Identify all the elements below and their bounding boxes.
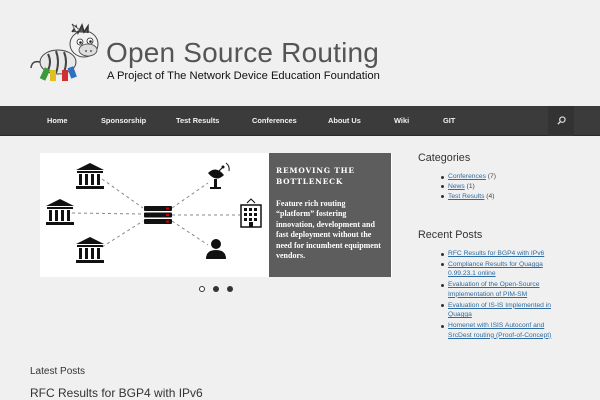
recent-post-line: Evaluation of the Open-Source: [448, 281, 540, 289]
nav-item-git[interactable]: GIT: [443, 116, 456, 125]
latest-post-title-link[interactable]: RFC Results for BGP4 with IPv6: [30, 386, 203, 400]
nav-item-test-results[interactable]: Test Results: [176, 116, 220, 125]
nav-item-conferences[interactable]: Conferences: [252, 116, 297, 125]
recent-post-link[interactable]: Evaluation of IS-IS Implemented in Quagga: [448, 302, 551, 319]
recent-post-line: RFC Results for BGP4 with IPv6: [448, 250, 545, 257]
recent-post-link[interactable]: RFC Results for BGP4 with IPv6: [448, 250, 544, 257]
search-icon: [557, 116, 566, 125]
recent-post-line: Evaluation of IS-IS Implemented in: [448, 301, 551, 309]
recent-post-line: 0.99.23.1 online: [448, 270, 496, 278]
category-link-news[interactable]: News: [448, 182, 465, 190]
categories-widget-title: Categories: [418, 152, 471, 164]
person-icon: [206, 239, 226, 259]
recent-posts-list: RFC Results for BGP4 with IPv6 Complianc…: [439, 249, 594, 341]
list-item: News (1): [439, 182, 496, 192]
site-header: Open Source Routing A Project of The Net…: [0, 0, 600, 106]
category-count: (7): [487, 173, 496, 180]
bank-icon: [76, 163, 104, 189]
search-button[interactable]: [548, 106, 574, 136]
slide-caption-title: Removing the bottleneck: [276, 166, 355, 186]
recent-post-link[interactable]: Compliance Results for Quagga 0.99.23.1 o…: [448, 261, 543, 278]
nav-item-sponsorship[interactable]: Sponsorship: [101, 116, 147, 125]
satellite-dish-icon: [208, 162, 230, 189]
recent-posts-widget-title: Recent Posts: [418, 229, 483, 241]
categories-list: Conferences (7) News (1) Test Results (4…: [439, 172, 496, 202]
list-item: RFC Results for BGP4 with IPv6: [439, 249, 594, 259]
router-icon: [144, 206, 172, 224]
list-item: Compliance Results for Quagga 0.99.23.1 o…: [439, 260, 594, 279]
category-link-conferences[interactable]: Conferences: [448, 173, 486, 180]
slider-dot-3[interactable]: [227, 286, 233, 292]
recent-post-line: Homenet with ISIS Autoconf and: [448, 322, 545, 330]
nav-item-about-us[interactable]: About Us: [328, 116, 361, 125]
slider-dot-1[interactable]: [199, 286, 205, 292]
bank-icon: [46, 199, 74, 225]
recent-post-line: Implementation of PIM-SM: [448, 290, 528, 298]
network-diagram: [46, 162, 262, 263]
latest-posts-heading: Latest Posts: [30, 366, 86, 377]
slider-dot-2[interactable]: [213, 286, 219, 292]
nav-item-wiki[interactable]: Wiki: [394, 116, 410, 125]
category-count: (1): [466, 182, 475, 190]
list-item: Test Results (4): [439, 192, 496, 202]
slide-caption-text: Feature rich routing “platform” fosterin…: [276, 199, 381, 261]
site-title[interactable]: Open Source Routing: [106, 37, 380, 68]
category-count: (4): [486, 192, 495, 200]
recent-post-line: Quagga: [448, 311, 472, 319]
list-item: Conferences (7): [439, 172, 496, 182]
site-tagline: A Project of The Network Device Educatio…: [107, 70, 380, 82]
category-link-test-results[interactable]: Test Results: [448, 192, 485, 200]
recent-post-line: Compliance Results for Quagga: [448, 260, 543, 268]
zebra-mascot-icon[interactable]: [28, 22, 106, 84]
list-item: Evaluation of IS-IS Implemented in Quagga: [439, 301, 594, 320]
bank-icon: [76, 237, 104, 263]
building-icon: [240, 198, 262, 228]
nav-item-home[interactable]: Home: [47, 116, 68, 125]
recent-post-line: SrcDest routing (Proof-of-Concept): [448, 331, 552, 339]
slide-caption[interactable]: Removing the bottleneck Feature rich rou…: [269, 153, 391, 277]
main-navigation: Home Sponsorship Test Results Conference…: [0, 106, 600, 136]
